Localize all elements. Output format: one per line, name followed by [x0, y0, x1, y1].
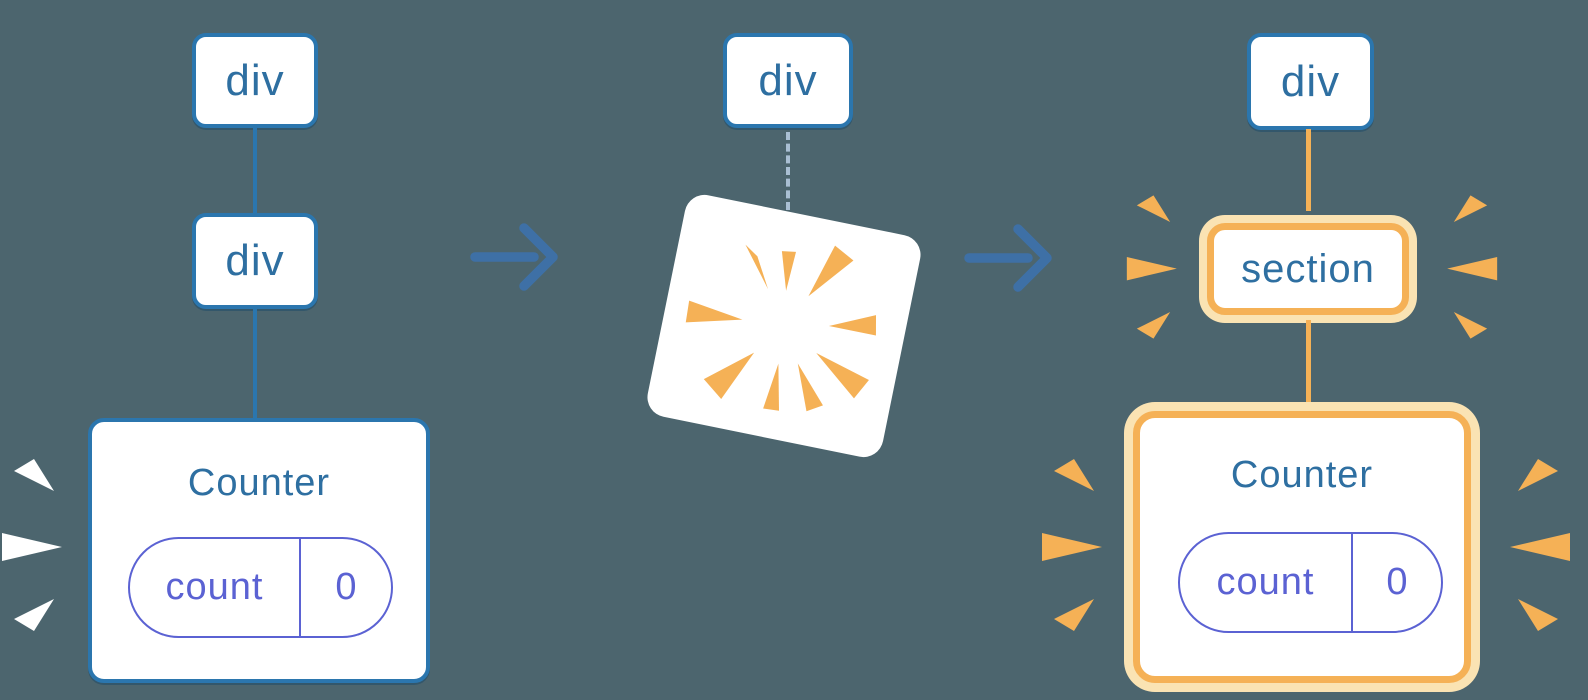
node-section-right: section: [1207, 223, 1409, 315]
counter-component-left: Counter count 0: [88, 418, 430, 683]
node-label: div: [225, 236, 285, 285]
state-value: 0: [299, 539, 391, 636]
poof-burst-icon: [685, 244, 877, 412]
edge-right-2: [1306, 320, 1311, 412]
node-div-root-middle: div: [723, 33, 853, 128]
node-label: section: [1241, 246, 1375, 291]
burst-icon: [1447, 195, 1498, 339]
edge-dashed-middle: [786, 132, 790, 210]
arrow-right-icon: [470, 223, 558, 291]
node-label: div: [1280, 56, 1341, 106]
state-value: 0: [1351, 534, 1441, 631]
node-div-root-left: div: [192, 33, 318, 128]
state-key: count: [1216, 561, 1315, 603]
arrow-right-icon: [964, 224, 1052, 292]
edge-left-1: [253, 124, 257, 213]
edge-right-1: [1306, 129, 1311, 211]
burst-icon: [2, 459, 62, 631]
burst-icon: [1126, 195, 1177, 339]
state-pill: count 0: [128, 537, 393, 638]
state-key: count: [165, 566, 264, 608]
state-pill: count 0: [1178, 532, 1443, 633]
burst-icon: [1042, 459, 1102, 631]
component-title: Counter: [1230, 454, 1374, 496]
counter-component-right: Counter count 0: [1133, 411, 1471, 683]
poof-card: [643, 191, 925, 461]
node-label: div: [758, 55, 818, 105]
edge-left-2: [253, 305, 257, 418]
node-div-root-right: div: [1247, 33, 1374, 130]
component-title: Counter: [187, 462, 331, 504]
burst-icon: [1510, 459, 1570, 631]
node-label: div: [225, 55, 285, 105]
node-div-child-left: div: [192, 213, 318, 309]
